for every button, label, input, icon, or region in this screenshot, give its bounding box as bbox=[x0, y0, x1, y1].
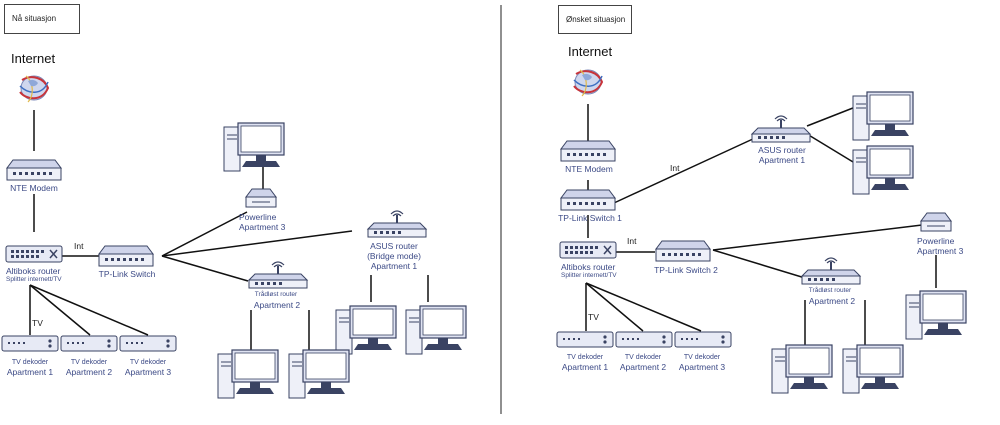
right-int-label: Int bbox=[627, 236, 637, 246]
right-connections bbox=[585, 104, 937, 347]
left-altibox-sub-label: Splitter internett/TV bbox=[6, 276, 62, 283]
left-tv3-label: TV dekoder Apartment 3 bbox=[125, 358, 171, 377]
left-powerline-line1: Powerline bbox=[239, 212, 277, 222]
right-altibox-router-icon bbox=[559, 241, 617, 259]
left-powerline-label: Powerline Apartment 3 bbox=[239, 212, 285, 232]
right-switch2-label: TP-Link Switch 2 bbox=[654, 265, 718, 275]
right-altibox-label: Altiboks router bbox=[561, 262, 616, 272]
right-tv-decoder-1-icon bbox=[556, 331, 614, 348]
left-altibox-router-icon bbox=[5, 245, 63, 263]
left-globe-icon bbox=[19, 75, 49, 103]
right-tv1-line1: TV dekoder bbox=[566, 354, 604, 361]
left-pc-wireless-2-icon bbox=[288, 349, 350, 399]
left-pc-asus-1-icon bbox=[335, 305, 397, 355]
right-asus-label: ASUS router Apartment 1 bbox=[758, 145, 806, 165]
right-asus-line1: ASUS router bbox=[758, 145, 806, 155]
left-wireless-router-icon bbox=[248, 261, 308, 289]
right-powerline-label: Powerline Apartment 3 bbox=[917, 236, 963, 256]
right-pc-wireless-2-icon bbox=[842, 344, 904, 394]
right-tv-decoder-2-icon bbox=[615, 331, 673, 348]
right-modem-icon bbox=[560, 140, 616, 162]
right-tv-decoder-3-icon bbox=[674, 331, 732, 348]
left-powerline-icon bbox=[245, 188, 277, 208]
right-globe-icon bbox=[573, 69, 603, 97]
right-tv3-line2: Apartment 3 bbox=[678, 362, 726, 372]
right-wireless-label-1: Trådløst router bbox=[808, 287, 852, 294]
right-powerline-icon bbox=[920, 212, 952, 232]
right-tv2-line2: Apartment 2 bbox=[619, 362, 667, 372]
left-pc-wireless-1-icon bbox=[217, 349, 279, 399]
left-pc-apartment3-icon bbox=[223, 122, 285, 172]
left-connections bbox=[29, 110, 429, 353]
left-tv3-line2: Apartment 3 bbox=[124, 367, 172, 377]
right-internet-label: Internet bbox=[568, 44, 613, 59]
left-tv3-line1: TV dekoder bbox=[129, 359, 167, 366]
left-asus-line3: Apartment 1 bbox=[370, 261, 418, 271]
left-tv1-line1: TV dekoder bbox=[11, 359, 49, 366]
left-tv-decoder-3-icon bbox=[119, 335, 177, 352]
left-title: Nå situasjon bbox=[12, 14, 57, 23]
right-wireless-label-2: Apartment 2 bbox=[808, 296, 856, 306]
right-tv-label: TV bbox=[588, 312, 599, 322]
right-tv2-line1: TV dekoder bbox=[624, 354, 662, 361]
right-tv1-label: TV dekoder Apartment 1 bbox=[562, 353, 608, 372]
left-altibox-label: Altiboks router bbox=[6, 266, 61, 276]
right-altibox-sub-label: Splitter internett/TV bbox=[561, 272, 617, 279]
right-title: Ønsket situasjon bbox=[566, 15, 626, 24]
left-tv1-line2: Apartment 1 bbox=[6, 367, 54, 377]
right-int-top-label: Int bbox=[670, 163, 680, 173]
right-asus-line2: Apartment 1 bbox=[758, 155, 806, 165]
left-modem-label: NTE Modem bbox=[10, 183, 58, 193]
right-tv3-line1: TV dekoder bbox=[683, 354, 721, 361]
right-switch1-icon bbox=[560, 189, 616, 211]
right-tv1-line2: Apartment 1 bbox=[561, 362, 609, 372]
right-pc-wireless-1-icon bbox=[771, 344, 833, 394]
left-tv2-line1: TV dekoder bbox=[70, 359, 108, 366]
left-asus-label: ASUS router (Bridge mode) Apartment 1 bbox=[367, 241, 421, 271]
right-pc-powerline-icon bbox=[905, 290, 967, 340]
left-tv2-label: TV dekoder Apartment 2 bbox=[66, 358, 112, 377]
left-asus-line1: ASUS router bbox=[370, 241, 418, 251]
left-title-box: Nå situasjon bbox=[4, 4, 80, 34]
left-tv-decoder-2-icon bbox=[60, 335, 118, 352]
left-asus-router-icon bbox=[367, 210, 427, 238]
right-powerline-line2: Apartment 3 bbox=[917, 246, 964, 256]
left-tv-decoder-1-icon bbox=[1, 335, 59, 352]
right-title-box: Ønsket situasjon bbox=[558, 5, 632, 34]
right-powerline-line1: Powerline bbox=[917, 236, 955, 246]
left-tv-label: TV bbox=[32, 318, 43, 328]
left-switch-icon bbox=[98, 245, 154, 267]
right-switch2-icon bbox=[655, 240, 711, 262]
left-pc-asus-2-icon bbox=[405, 305, 467, 355]
right-pc-asus-1-icon bbox=[852, 91, 914, 141]
left-wireless-label-2: Apartment 2 bbox=[253, 300, 301, 310]
left-tv1-label: TV dekoder Apartment 1 bbox=[7, 358, 53, 377]
left-wireless-label-1: Trådløst router bbox=[254, 291, 298, 298]
right-tv2-label: TV dekoder Apartment 2 bbox=[620, 353, 666, 372]
right-tv3-label: TV dekoder Apartment 3 bbox=[679, 353, 725, 372]
right-switch1-label: TP-Link Switch 1 bbox=[558, 213, 622, 223]
left-tv2-line2: Apartment 2 bbox=[65, 367, 113, 377]
right-wireless-router-icon bbox=[801, 257, 861, 285]
right-modem-label: NTE Modem bbox=[565, 164, 613, 174]
right-asus-router-icon bbox=[751, 115, 811, 143]
left-switch-label: TP-Link Switch bbox=[98, 269, 156, 279]
left-internet-label: Internet bbox=[11, 51, 56, 66]
left-modem-icon bbox=[6, 159, 62, 181]
left-powerline-line2: Apartment 3 bbox=[239, 222, 286, 232]
left-int-label: Int bbox=[74, 241, 84, 251]
right-pc-asus-2-icon bbox=[852, 145, 914, 195]
left-asus-line2: (Bridge mode) bbox=[367, 251, 421, 261]
